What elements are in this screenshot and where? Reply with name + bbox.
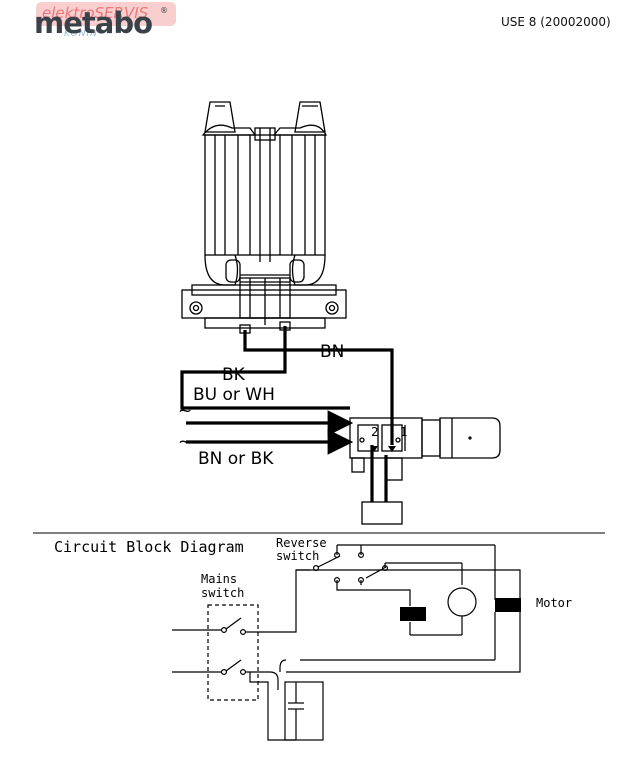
label-bn-bk: BN or BK bbox=[198, 449, 274, 469]
registered-mark: ® bbox=[160, 6, 168, 15]
label-bk: BK bbox=[222, 365, 246, 385]
terminal-2-label: 2 bbox=[371, 425, 379, 439]
mains-switch-label-2: switch bbox=[201, 586, 244, 600]
reverse-switch-label-1: Reverse bbox=[276, 536, 327, 550]
watermark-text: elektroSERVIS bbox=[42, 4, 149, 22]
wire-bn bbox=[243, 330, 394, 428]
reverse-switch-bar bbox=[400, 607, 426, 621]
label-bu-wh: BU or WH bbox=[193, 385, 275, 405]
reverse-switch-label-2: switch bbox=[276, 549, 319, 563]
motor-assembly-drawing bbox=[181, 101, 347, 334]
terminal-1-label: 1 bbox=[400, 425, 408, 439]
terminal-arrow-left bbox=[370, 446, 378, 452]
mains-switch-label-1: Mains bbox=[201, 572, 237, 586]
motor-bar bbox=[495, 598, 521, 612]
watermark-subtext: KONIN bbox=[64, 29, 98, 39]
wire-bk bbox=[180, 326, 350, 410]
block-diagram-title: Circuit Block Diagram bbox=[54, 538, 244, 556]
reverse-switch-block bbox=[349, 417, 501, 481]
terminal-arrow-right bbox=[388, 446, 396, 452]
circuit-schematic bbox=[172, 544, 521, 741]
tilde-bottom: ~ bbox=[178, 432, 192, 452]
watermark-badge bbox=[36, 2, 176, 26]
motor-label: Motor bbox=[536, 596, 572, 610]
tilde-top: ~ bbox=[178, 401, 192, 421]
capacitor-box bbox=[361, 501, 403, 525]
wire-harness bbox=[180, 326, 394, 502]
brand-logo: metabo bbox=[34, 6, 153, 40]
document-reference: USE 8 (20002000) bbox=[501, 15, 611, 29]
label-bn: BN bbox=[320, 342, 344, 362]
